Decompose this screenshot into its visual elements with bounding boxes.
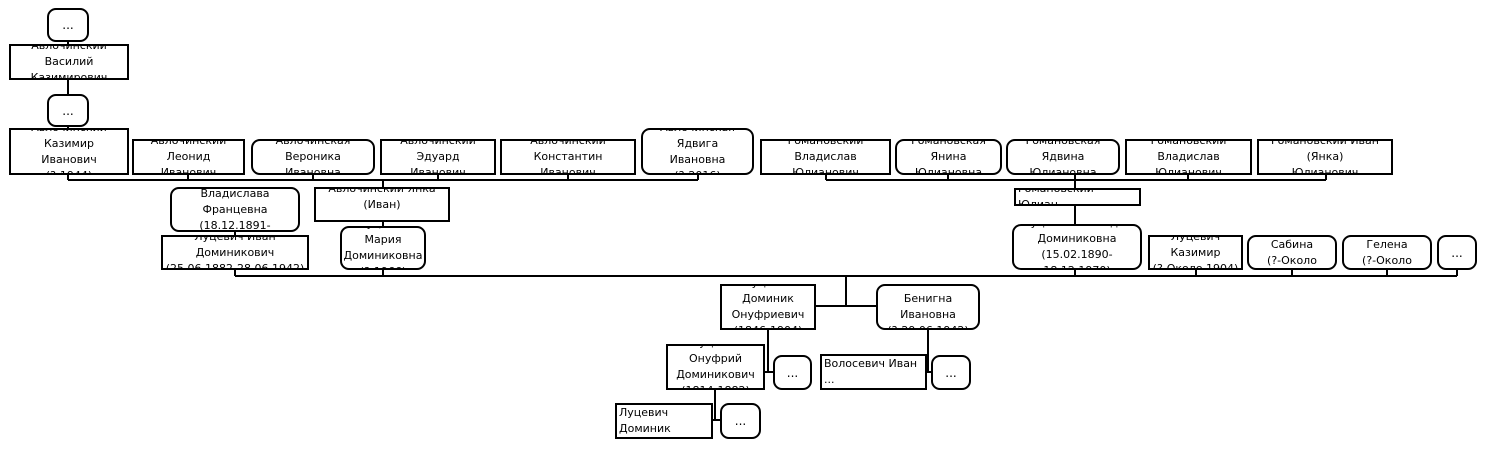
person-sabina-lutsevich[interactable]: Луцевич Сабина (?-Около 1904) bbox=[1247, 235, 1337, 270]
person-yulian-romanovsky[interactable]: Романовский Юлиан ... bbox=[1014, 188, 1141, 206]
person-vasiliy-avlochinsky[interactable]: Авлочинский Василий Казимирович bbox=[9, 44, 129, 80]
person-vladislav-romanovsky[interactable]: Романовский Владислав Юлианович bbox=[760, 139, 891, 175]
person-onufriy-lutsevich[interactable]: Луцевич Онуфрий Доминикович (1814-1882) bbox=[666, 344, 765, 390]
more-ancestors-button[interactable]: ... bbox=[773, 355, 812, 390]
person-veronika-avlochinskaya[interactable]: Авлочинская Вероника Ивановна bbox=[251, 139, 375, 175]
person-konstantin-avlochinsky[interactable]: Авлочинский Константин Иванович bbox=[500, 139, 636, 175]
person-dominik-lutsevich[interactable]: Луцевич Доминик Онуфриевич (1846-1904) bbox=[720, 284, 816, 330]
person-yanka-avlochinsky[interactable]: Авлочинский Янка (Иван) ... bbox=[314, 187, 450, 222]
more-ancestors-button[interactable]: ... bbox=[47, 8, 89, 42]
person-eduard-avlochinsky[interactable]: Авлочинский Эдуард Иванович bbox=[380, 139, 496, 175]
person-mariya-lutsevich[interactable]: Луцевич Мария Доминиковна (?-1966) bbox=[340, 226, 426, 270]
person-vladislava-stankevich[interactable]: Станкевич Владислава Францевна (18.12.18… bbox=[170, 187, 300, 232]
person-benigna-volosevich[interactable]: Волосевич Бенигна Ивановна (?-29.06.1942… bbox=[876, 284, 980, 330]
person-yanina-romanovskaya[interactable]: Романовская Янина Юлиановна bbox=[895, 139, 1002, 175]
person-ivan-volosevich[interactable]: Волосевич Иван ... bbox=[820, 354, 927, 390]
person-leokadiya-lutsevich[interactable]: Луцевич Леокадия Доминиковна (15.02.1890… bbox=[1012, 224, 1142, 270]
person-ivan-lutsevich[interactable]: Луцевич Иван Доминикович (25.06.1882-28.… bbox=[161, 235, 309, 270]
more-ancestors-button[interactable]: ... bbox=[47, 94, 89, 127]
person-leonid-avlochinsky[interactable]: Авлочинский Леонид Иванович bbox=[132, 139, 245, 175]
more-ancestors-button[interactable]: ... bbox=[720, 403, 761, 439]
person-dominik-lutsevich-2[interactable]: Луцевич Доминик bbox=[615, 403, 713, 439]
more-children-button[interactable]: ... bbox=[1437, 235, 1477, 270]
person-gelena-lutsevich[interactable]: Луцевич Гелена (?-Около 1904) bbox=[1342, 235, 1432, 270]
person-ivan-romanovsky[interactable]: Романовский Иван (Янка) Юлианович bbox=[1257, 139, 1393, 175]
person-yadvina-romanovskaya[interactable]: Романовская Ядвина Юлиановна bbox=[1006, 139, 1120, 175]
person-kazimir-lutsevich[interactable]: Луцевич Казимир (?-Около 1904) bbox=[1148, 235, 1243, 270]
person-kazimir-avlochinsky[interactable]: Авлочинский Казимир Иванович (?-1944) bbox=[9, 128, 129, 175]
person-vladislav-romanovsky-2[interactable]: Романовский Владислав Юлианович bbox=[1125, 139, 1252, 175]
person-yadviga-avlochinskaya[interactable]: Авлочинская Ядвига Ивановна (?-2016) bbox=[641, 128, 754, 175]
more-ancestors-button[interactable]: ... bbox=[931, 355, 971, 390]
